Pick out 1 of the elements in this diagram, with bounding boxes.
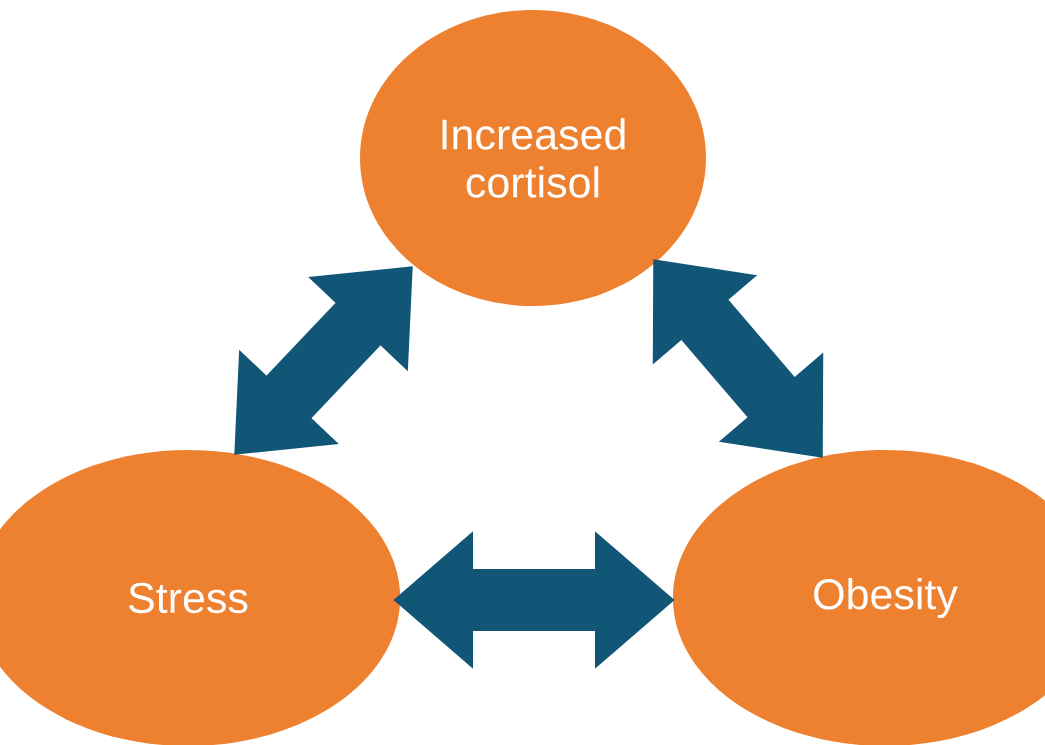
ellipse-node: Increased cortisol bbox=[360, 10, 706, 306]
